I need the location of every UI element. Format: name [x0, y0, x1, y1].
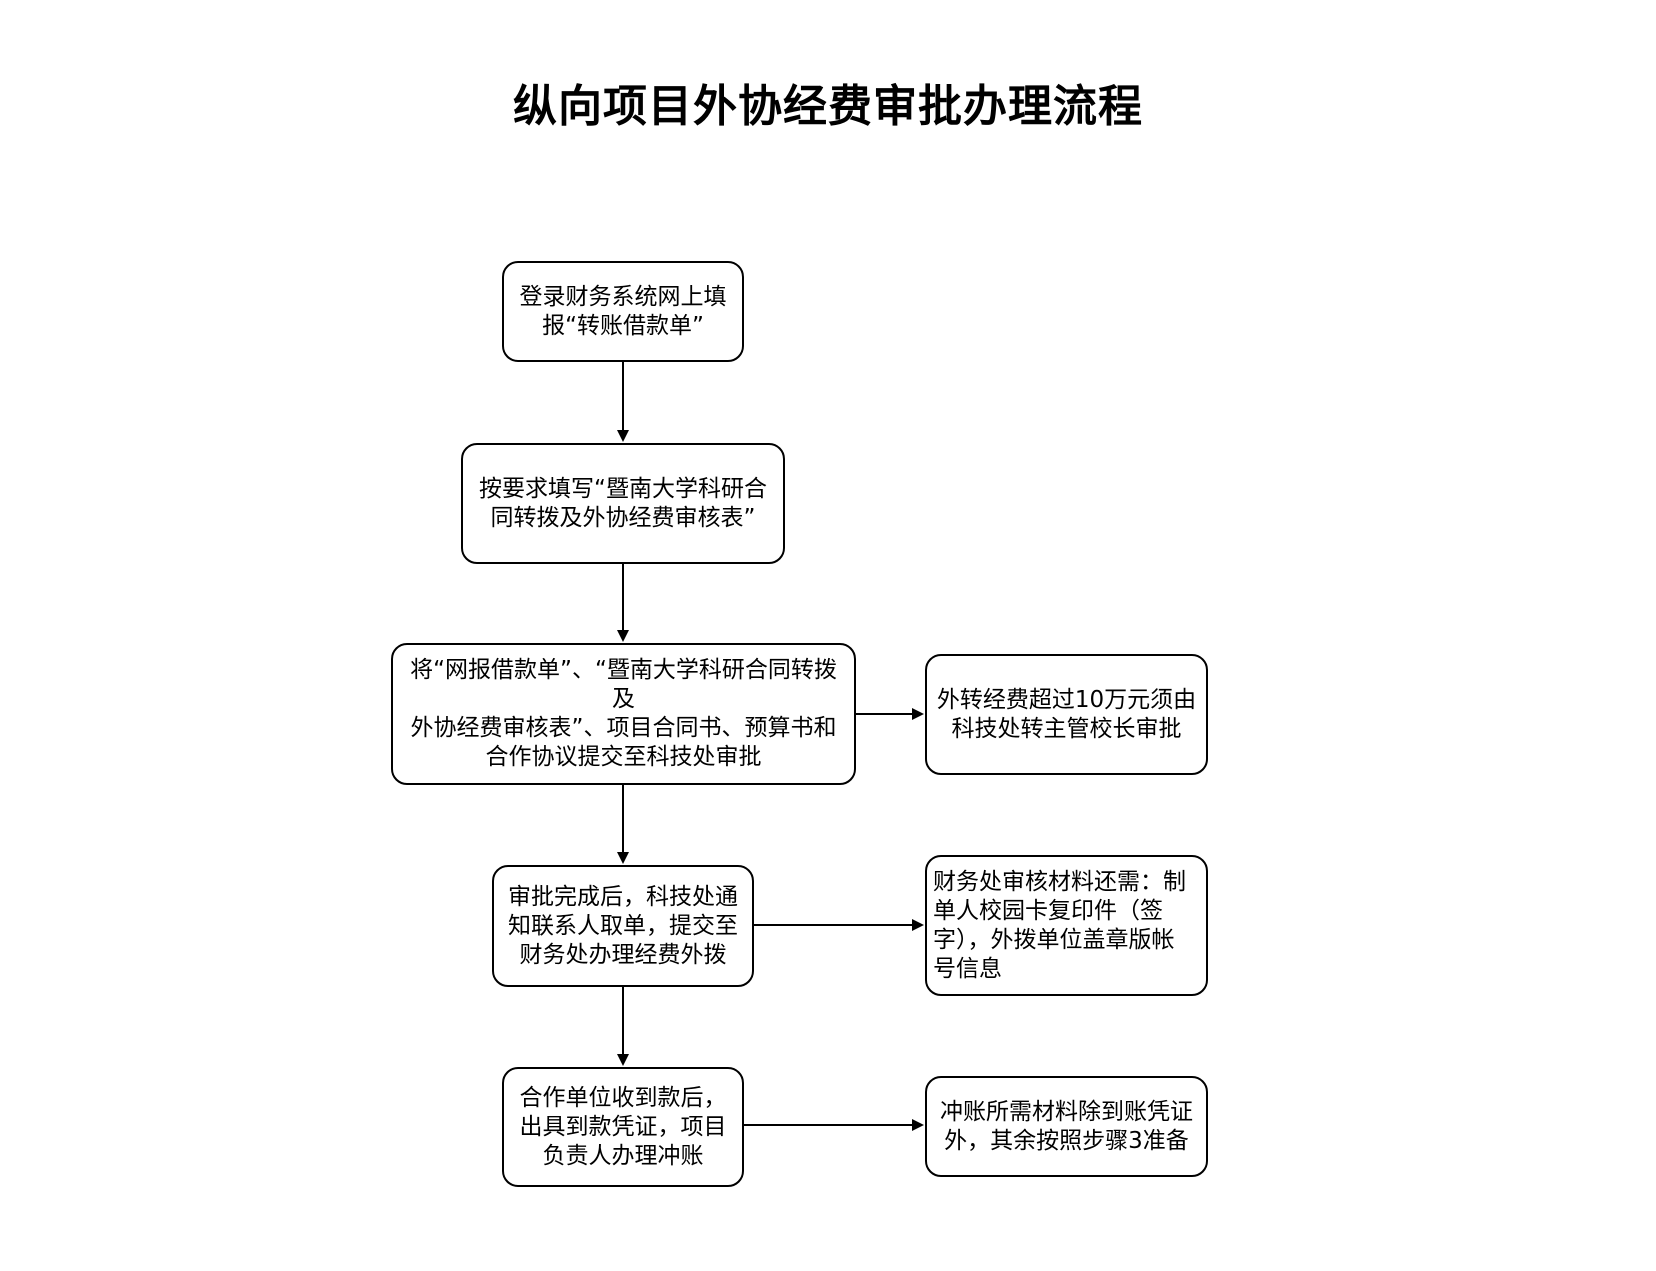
step-1-box: 登录财务系统网上填 报“转账借款单” — [502, 261, 744, 362]
step-3-box: 将“网报借款单”、“暨南大学科研合同转拨及 外协经费审核表”、项目合同书、预算书… — [391, 643, 856, 785]
step-1-text: 登录财务系统网上填 报“转账借款单” — [519, 283, 727, 339]
note-3-box: 冲账所需材料除到账凭证 外，其余按照步骤3准备 — [925, 1076, 1208, 1177]
step-4-box: 审批完成后，科技处通 知联系人取单，提交至 财务处办理经费外拨 — [492, 865, 754, 987]
step-5-text: 合作单位收到款后， 出具到款凭证，项目 负责人办理冲账 — [519, 1084, 727, 1169]
step-2-box: 按要求填写“暨南大学科研合 同转拨及外协经费审核表” — [461, 443, 785, 564]
note-2-text: 财务处审核材料还需：制 单人校园卡复印件（签 字），外拨单位盖章版帐 号信息 — [933, 868, 1186, 982]
step-4-text: 审批完成后，科技处通 知联系人取单，提交至 财务处办理经费外拨 — [508, 883, 738, 968]
note-2-box: 财务处审核材料还需：制 单人校园卡复印件（签 字），外拨单位盖章版帐 号信息 — [925, 855, 1208, 996]
step-3-text: 将“网报借款单”、“暨南大学科研合同转拨及 外协经费审核表”、项目合同书、预算书… — [410, 657, 837, 770]
step-5-box: 合作单位收到款后， 出具到款凭证，项目 负责人办理冲账 — [502, 1067, 744, 1187]
note-1-text: 外转经费超过10万元须由 科技处转主管校长审批 — [936, 686, 1197, 742]
step-2-text: 按要求填写“暨南大学科研合 同转拨及外协经费审核表” — [479, 475, 767, 531]
note-1-box: 外转经费超过10万元须由 科技处转主管校长审批 — [925, 654, 1208, 775]
page-title: 纵向项目外协经费审批办理流程 — [513, 81, 1143, 132]
note-3-text: 冲账所需材料除到账凭证 外，其余按照步骤3准备 — [940, 1098, 1193, 1154]
